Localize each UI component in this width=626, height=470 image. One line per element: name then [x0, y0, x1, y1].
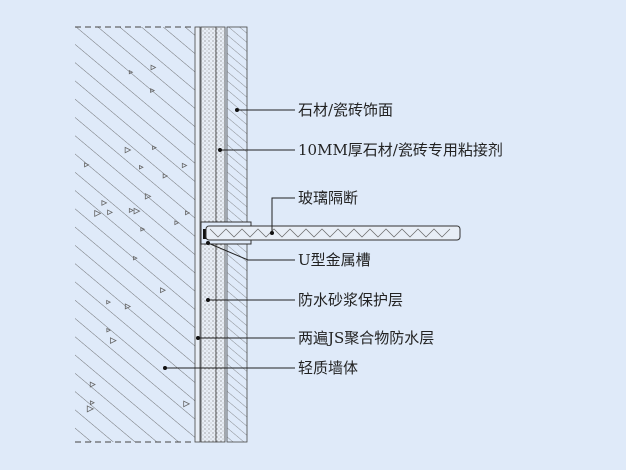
aggregate-mark: [109, 337, 117, 345]
aggregate-mark: [183, 400, 191, 408]
aggregate-mark: [185, 210, 191, 216]
aggregate-mark: [133, 207, 141, 215]
aggregate-mark: [106, 299, 112, 305]
aggregate-mark: [89, 400, 95, 406]
label-u-channel: U型金属槽: [298, 251, 371, 269]
aggregate-mark: [84, 162, 90, 168]
aggregate-mark: [133, 255, 138, 261]
glass-partition: [205, 225, 461, 241]
aggregate-mark: [150, 64, 157, 71]
aggregate-mark: [107, 209, 114, 216]
aggregate-mark: [144, 193, 152, 200]
label-mortar: 防水砂浆保护层: [298, 291, 403, 309]
aggregate-mark: [162, 173, 169, 179]
light-wall: [75, 26, 195, 443]
leaders: [165, 109, 295, 369]
aggregate-mark: [124, 146, 132, 154]
leader-dots: [163, 108, 274, 370]
aggregate-mark: [152, 145, 157, 151]
aggregate-mark: [150, 88, 156, 94]
aggregate-mark: [106, 327, 112, 333]
label-glass-partition: 玻璃隔断: [298, 189, 358, 207]
aggregate-mark: [101, 199, 108, 206]
aggregate-mark: [124, 303, 132, 310]
aggregate-mark: [139, 164, 144, 170]
label-adhesive: 10MM厚石材/瓷砖专用粘接剂: [298, 141, 503, 159]
aggregate-mark: [86, 405, 95, 413]
aggregate-mark: [128, 69, 134, 75]
aggregate-mark: [89, 381, 96, 388]
label-waterproof: 两遍JS聚合物防水层: [298, 329, 434, 347]
aggregate-mark: [181, 162, 188, 169]
aggregate-mark: [140, 226, 146, 232]
label-light-wall: 轻质墙体: [298, 359, 358, 377]
waterproof-layer: [194, 26, 201, 443]
label-stone-finish: 石材/瓷砖饰面: [298, 101, 393, 119]
aggregate-mark: [128, 207, 135, 213]
aggregate-mark: [174, 220, 180, 226]
aggregate-mark: [94, 209, 102, 217]
aggregate-mark: [160, 287, 167, 294]
